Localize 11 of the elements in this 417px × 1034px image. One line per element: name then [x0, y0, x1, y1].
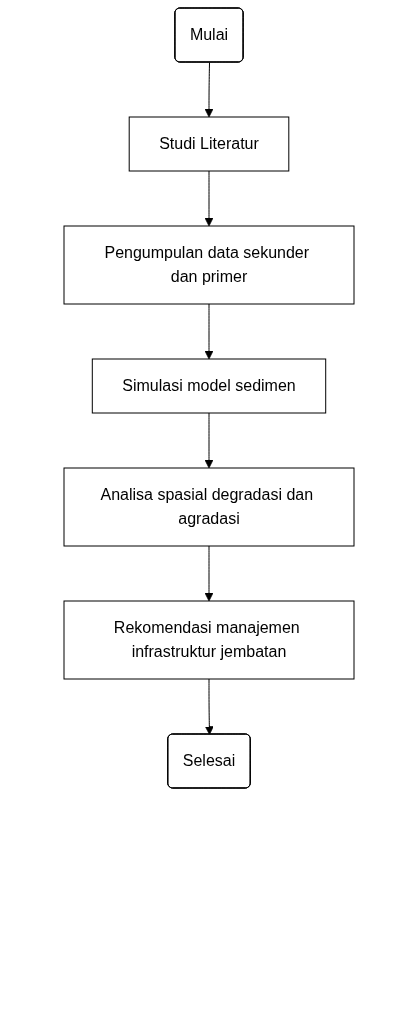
arrow: [204, 678, 214, 735]
arrow: [204, 62, 213, 118]
arrow: [204, 545, 213, 602]
arrow: [204, 303, 213, 360]
node-box: Pengumpulan data sekunder dan primer: [63, 225, 354, 305]
node-box: Simulasi model sedimen: [91, 358, 326, 414]
arrow: [204, 412, 213, 469]
arrow: [204, 170, 213, 227]
node-box: Rekomendasi manajemen infrastruktur jembatan: [63, 600, 354, 680]
node-box: Studi Literatur: [128, 116, 289, 172]
node-box: Analisa spasial degradasi dan agradasi: [63, 467, 354, 547]
